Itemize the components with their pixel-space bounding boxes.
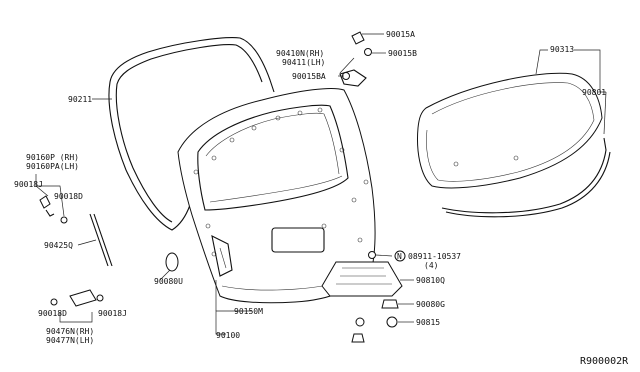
part-number-labels: 90211 90015A 90015B 90410N(RH) 90411(LH)… xyxy=(14,30,629,367)
label-90476N: 90476N(RH) xyxy=(46,327,94,336)
back-door-garnish xyxy=(321,261,403,297)
back-window-glass xyxy=(417,72,603,189)
label-90018J-lower: 90018J xyxy=(98,309,127,318)
label-90313: 90313 xyxy=(550,45,574,54)
label-90018D-upper: 90018D xyxy=(54,192,83,201)
bolt-marker-letter: N xyxy=(397,252,402,261)
label-90477N: 90477N(LH) xyxy=(46,336,94,345)
label-90018D-lower: 90018D xyxy=(38,309,67,318)
label-90801: 90801 xyxy=(582,88,606,97)
label-90080U: 90080U xyxy=(154,277,183,286)
label-90150M: 90150M xyxy=(234,307,263,316)
label-90211: 90211 xyxy=(68,95,92,104)
label-90018J-upper: 90018J xyxy=(14,180,43,189)
label-08911-10537: 08911-10537 xyxy=(408,252,461,261)
weatherstrip-seal xyxy=(108,37,275,231)
bolt-marker-circle xyxy=(394,250,406,262)
label-90410N: 90410N(RH) xyxy=(276,49,324,58)
label-90160P: 90160P (RH) xyxy=(26,153,79,162)
label-90160PA: 90160PA(LH) xyxy=(26,162,79,171)
label-90411: 90411(LH) xyxy=(282,58,325,67)
label-90815: 90815 xyxy=(416,318,440,327)
label-90015BA: 90015BA xyxy=(292,72,326,81)
clips-and-fasteners xyxy=(39,31,399,343)
label-90080G: 90080G xyxy=(416,300,445,309)
reference-code: R900002R xyxy=(580,356,629,367)
label-90100: 90100 xyxy=(216,331,240,340)
label-90425Q: 90425Q xyxy=(44,241,73,250)
leader-lines xyxy=(35,33,607,335)
back-window-moulding xyxy=(441,137,611,218)
label-90015A: 90015A xyxy=(386,30,415,39)
label-90810Q: 90810Q xyxy=(416,276,445,285)
label-08911-quantity: (4) xyxy=(424,261,438,270)
label-90015B: 90015B xyxy=(388,49,417,58)
